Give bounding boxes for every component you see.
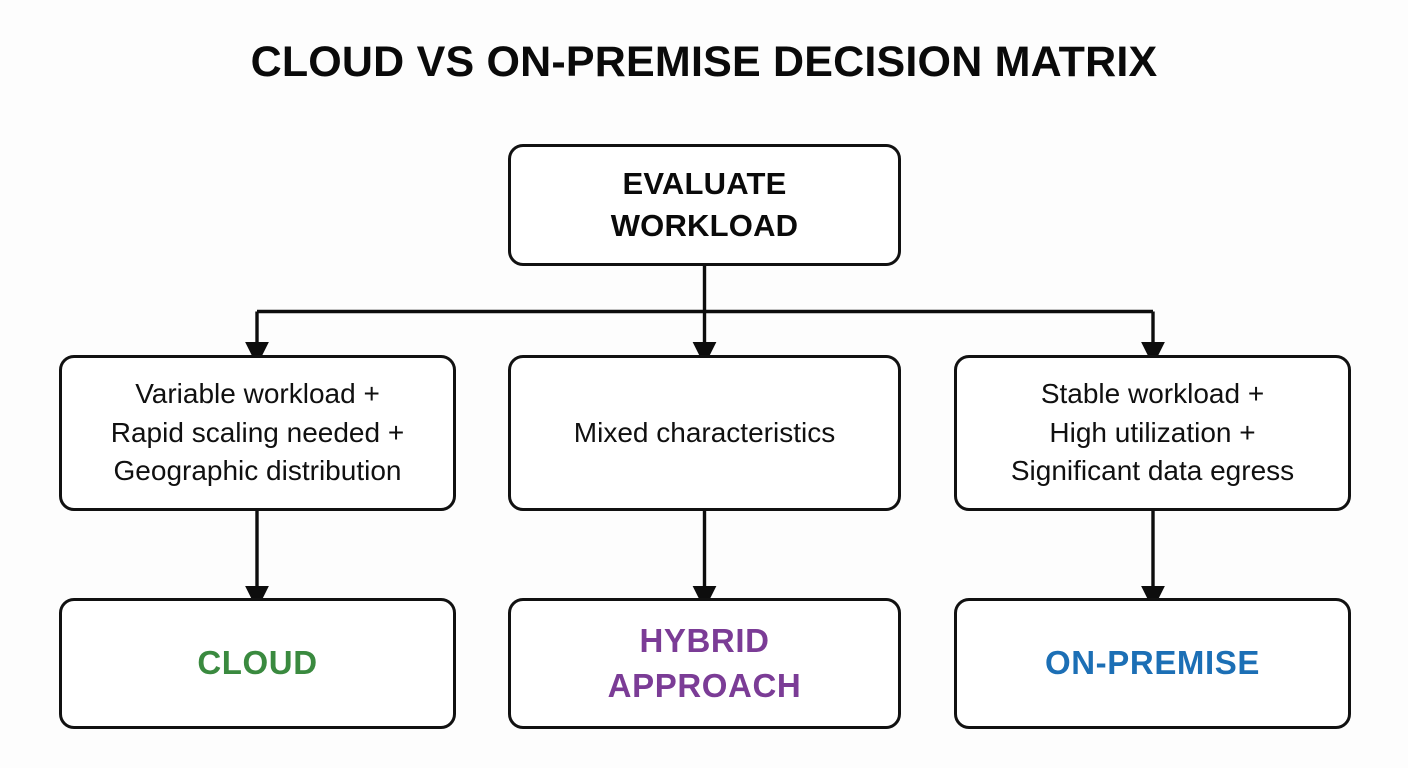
node-evaluate-workload[interactable]: EVALUATE WORKLOAD (508, 144, 901, 266)
node-condition-hybrid-label: Mixed characteristics (573, 416, 836, 448)
node-condition-onpremise-label: Stable workload + High utilization + Sig… (1010, 378, 1295, 487)
page-title: CLOUD VS ON-PREMISE DECISION MATRIX (250, 38, 1158, 86)
node-condition-hybrid[interactable]: Mixed characteristics (508, 355, 901, 511)
node-result-onpremise[interactable]: ON-PREMISE (954, 598, 1351, 729)
node-result-onpremise-label: ON-PREMISE (1044, 644, 1261, 682)
node-condition-onpremise[interactable]: Stable workload + High utilization + Sig… (954, 355, 1351, 511)
node-result-cloud[interactable]: CLOUD (59, 598, 456, 729)
node-result-hybrid[interactable]: HYBRID APPROACH (508, 598, 901, 729)
node-evaluate-workload-label: EVALUATE WORKLOAD (610, 166, 799, 243)
node-condition-cloud[interactable]: Variable workload + Rapid scaling needed… (59, 355, 456, 511)
node-condition-cloud-label: Variable workload + Rapid scaling needed… (110, 378, 405, 487)
node-result-cloud-label: CLOUD (197, 644, 318, 682)
node-result-hybrid-label: HYBRID APPROACH (607, 621, 802, 704)
